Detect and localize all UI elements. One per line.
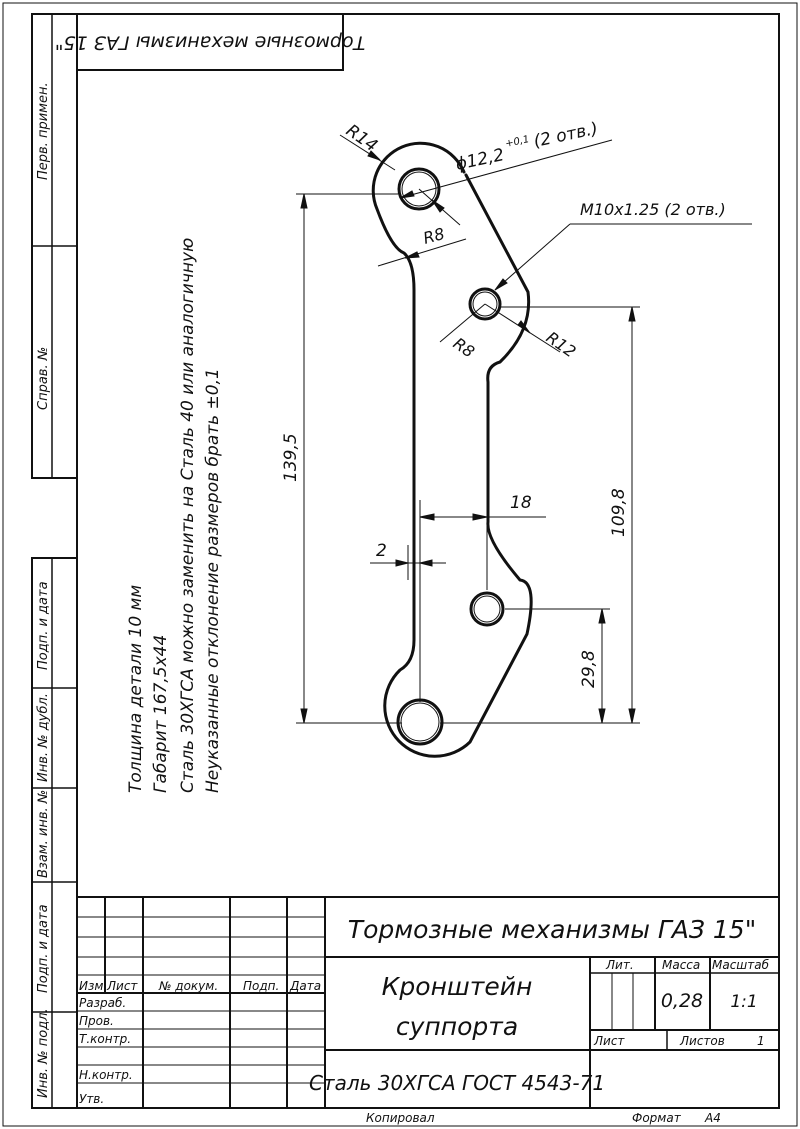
tb-part-name-2: суппорта <box>396 1012 518 1041</box>
tb-designation: Тормозные механизмы ГАЗ 15" <box>348 915 756 944</box>
tb-role-tkontr: Т.контр. <box>79 1032 131 1046</box>
note-gabarit: Габарит 167,5x44 <box>151 635 171 793</box>
tb-listov-label: Листов <box>679 1034 725 1048</box>
tb-massa-value: 0,28 <box>661 990 703 1012</box>
dim-len-total: 139,5 <box>281 433 301 482</box>
dim-r8-top: R8 <box>421 224 446 248</box>
tb-role-razrab: Разраб. <box>79 996 126 1010</box>
dim-hole-dia: ϕ12,2 <box>454 145 506 175</box>
dim-hole-count: (2 отв.) <box>532 119 600 152</box>
tb-lit-label: Лит. <box>605 958 634 972</box>
dim-width: 2 <box>376 541 387 561</box>
dim-r12: R12 <box>543 328 580 362</box>
note-material-alt: Сталь 30ХГСА можно заменить на Сталь 40 … <box>178 238 198 793</box>
top-stamp-box: Тормозные механизмы ГАЗ 15" <box>55 13 365 71</box>
tb-masshtab-label: Масштаб <box>712 958 770 972</box>
footer-format-label: Формат <box>632 1111 682 1125</box>
dim-r8-mid: R8 <box>450 334 478 362</box>
dim-offset: 18 <box>510 493 532 513</box>
dim-r14: R14 <box>342 121 381 157</box>
strip-vzam-inv-no: Взам. инв. № <box>36 790 51 878</box>
note-thickness: Толщина детали 10 мм <box>126 585 146 793</box>
dim-hole-tol: +0,1 <box>504 134 530 150</box>
tb-list-label: Лист <box>593 1034 625 1048</box>
strip-inv-no-dubl: Инв. № дубл. <box>36 693 51 782</box>
left-strip: Перв. примен. Справ. № Подп. и дата Инв.… <box>31 13 78 1109</box>
tb-hdr-list: Лист <box>106 979 138 993</box>
tb-hdr-data: Дата <box>289 979 321 993</box>
tb-part-name-1: Кронштейн <box>382 972 533 1001</box>
dim-len-mid: 109,8 <box>609 488 629 537</box>
strip-sprav-no: Справ. № <box>36 347 51 410</box>
footer-format-value: А4 <box>704 1111 721 1125</box>
tb-hdr-izm: Изм. <box>79 979 107 993</box>
strip-perv-primen: Перв. примен. <box>36 82 51 180</box>
dim-thread: M10x1.25 (2 отв.) <box>580 200 726 219</box>
strip-podp-data-2: Подп. и дата <box>36 904 51 993</box>
dimension-lines <box>296 134 752 724</box>
tb-role-prov: Пров. <box>79 1014 114 1028</box>
tb-massa-label: Масса <box>662 958 700 972</box>
strip-inv-no-podl: Инв. № подл. <box>36 1008 51 1098</box>
technical-notes: Толщина детали 10 мм Габарит 167,5x44 Ст… <box>126 238 223 793</box>
tb-role-utv: Утв. <box>79 1092 104 1106</box>
footer-kopiroval: Копировал <box>366 1111 435 1125</box>
part-outline <box>371 141 533 758</box>
tb-material: Сталь 30ХГСА ГОСТ 4543-71 <box>309 1071 605 1095</box>
title-block <box>77 896 779 1108</box>
top-stamp-text: Тормозные механизмы ГАЗ 15" <box>55 32 365 54</box>
note-tolerance: Неуказанные отклонение размеров брать ±0… <box>203 368 223 793</box>
strip-podp-data-1: Подп. и дата <box>36 581 51 670</box>
tb-role-nkontr: Н.контр. <box>79 1068 133 1082</box>
dim-len-low: 29,8 <box>579 650 599 688</box>
tb-hdr-podp: Подп. <box>243 979 279 993</box>
tb-listov-value: 1 <box>757 1034 765 1048</box>
tb-hdr-doc-no: № докум. <box>158 979 218 993</box>
tb-masshtab-value: 1:1 <box>730 992 757 1012</box>
